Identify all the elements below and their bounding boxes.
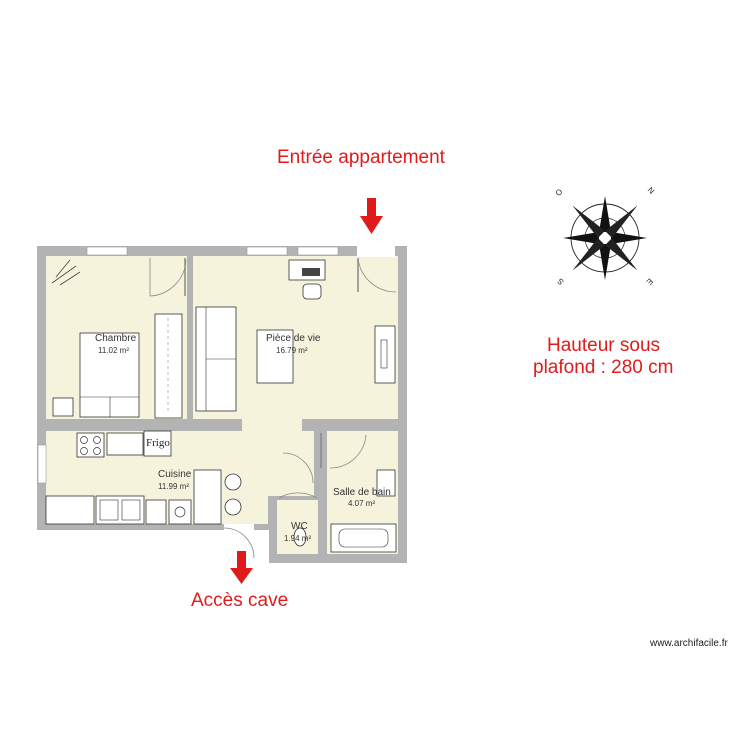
nightstand <box>52 397 74 417</box>
entry-label: Entrée appartement <box>277 147 445 168</box>
lower-cabinets <box>45 495 95 525</box>
kitchen-wc-door <box>282 452 314 484</box>
counter-top <box>106 432 144 456</box>
burner-4 <box>93 447 101 455</box>
room-area-wc: 1.94 m² <box>284 534 312 543</box>
room-area-salle-de-bain: 4.07 m² <box>348 499 376 508</box>
room-name-piece-de-vie: Pièce de vie <box>266 333 321 344</box>
cellar-arrow <box>230 551 253 584</box>
living-window-1 <box>246 246 288 256</box>
room-name-wc: WC <box>291 521 308 532</box>
wc-door <box>278 492 318 499</box>
burner-2 <box>93 436 101 444</box>
room-name-salle-de-bain: Salle de bain <box>333 487 391 498</box>
cellar-door <box>223 527 255 559</box>
bathtub <box>330 523 397 553</box>
fridge-label: Frigo <box>146 437 170 449</box>
coffee-table <box>256 329 294 384</box>
room-name-cuisine: Cuisine <box>158 469 192 480</box>
chambre-window <box>86 246 128 256</box>
room-name-chambre: Chambre <box>95 333 137 344</box>
stove <box>76 432 105 458</box>
passage-opening <box>242 419 302 431</box>
kitchen-window <box>37 444 47 484</box>
room-area-piece-de-vie: 16.79 m² <box>276 346 308 355</box>
watermark: www.archifacile.fr <box>650 638 728 649</box>
toilet <box>293 527 307 547</box>
dishwasher <box>145 499 167 525</box>
burner-3 <box>80 447 88 455</box>
stool-1 <box>224 473 242 491</box>
stool-2 <box>224 498 242 516</box>
ceiling-height-line2: plafond : 280 cm <box>533 357 674 378</box>
washbasin <box>376 469 396 497</box>
entry-door <box>357 257 397 293</box>
room-area-cuisine: 11.99 m² <box>158 482 189 491</box>
plant <box>51 259 81 286</box>
bath-door <box>329 434 367 469</box>
washing-machine <box>168 499 192 525</box>
ceiling-height-line1: Hauteur sous <box>547 335 661 356</box>
cellar-door-gap <box>224 524 254 532</box>
fridge <box>143 430 172 457</box>
kitchen-island <box>193 469 222 525</box>
desk-chair <box>302 283 322 300</box>
bed <box>79 332 140 418</box>
bathtub-inner <box>338 528 389 548</box>
entry-arrow <box>360 198 383 234</box>
outside-notch <box>37 530 269 564</box>
tv-unit <box>374 325 396 384</box>
keyboard <box>302 268 320 276</box>
entry-door-gap <box>357 246 395 257</box>
room-area-chambre: 11.02 m² <box>98 346 129 355</box>
wardrobe <box>154 313 183 419</box>
sink-basin-2 <box>121 499 141 521</box>
cellar-label: Accès cave <box>191 590 289 611</box>
washing-drum <box>174 506 186 518</box>
burner-1 <box>80 436 88 444</box>
sink-cabinet <box>95 495 145 525</box>
sink-basin-1 <box>99 499 119 521</box>
compass-rose <box>563 196 647 280</box>
living-window-2 <box>297 246 339 256</box>
tv-screen <box>380 339 388 369</box>
